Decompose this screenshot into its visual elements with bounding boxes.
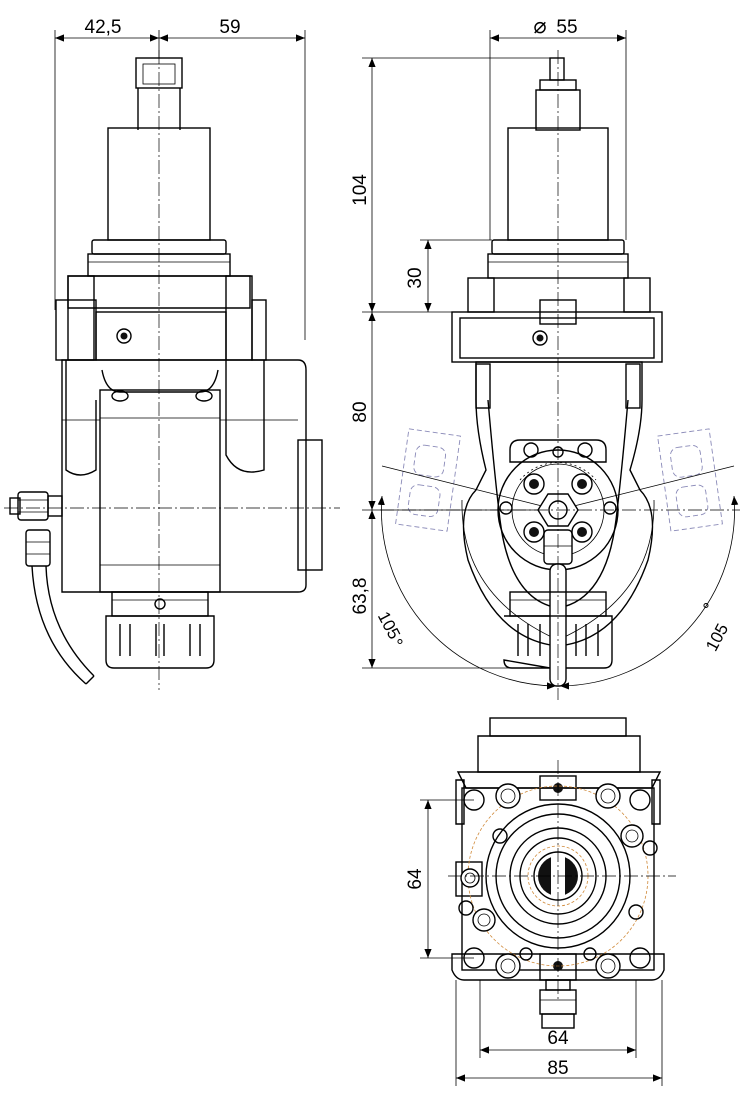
side-width-dimension: 42,5 59: [54, 17, 306, 340]
dim-angle-right: 105: [702, 620, 732, 654]
dim-bottom-outer-width: 85: [547, 1058, 568, 1079]
front-height-dimensions: 104 30 80 63,8: [350, 57, 550, 669]
dim-front-height-lower: 63,8: [350, 578, 371, 615]
dim-front-diameter: 55: [556, 17, 577, 38]
diameter-symbol: ⌀: [533, 13, 546, 38]
side-view: 42,5 59: [4, 17, 340, 690]
dim-front-height-total: 104: [350, 174, 371, 206]
degree-left: °: [396, 636, 403, 656]
dim-front-height-mid: 80: [350, 401, 371, 422]
dim-side-width-left: 42,5: [85, 17, 122, 38]
front-diameter-dimension: ⌀ 55: [489, 13, 627, 240]
dim-front-height-upper: 30: [405, 267, 426, 288]
front-view: ⌀ 55 104 30 80 63,8: [350, 13, 740, 700]
bottom-bolts: [460, 783, 644, 979]
dim-bottom-height: 64: [405, 868, 426, 890]
degree-right: °: [702, 600, 709, 620]
dim-side-width-right: 59: [219, 17, 240, 38]
dim-bottom-inner-width: 64: [547, 1028, 569, 1049]
bottom-dimensions: 64 64 85: [405, 799, 663, 1086]
coolant-fitting: [9, 491, 95, 685]
bottom-view: 64 64 85: [405, 717, 676, 1086]
